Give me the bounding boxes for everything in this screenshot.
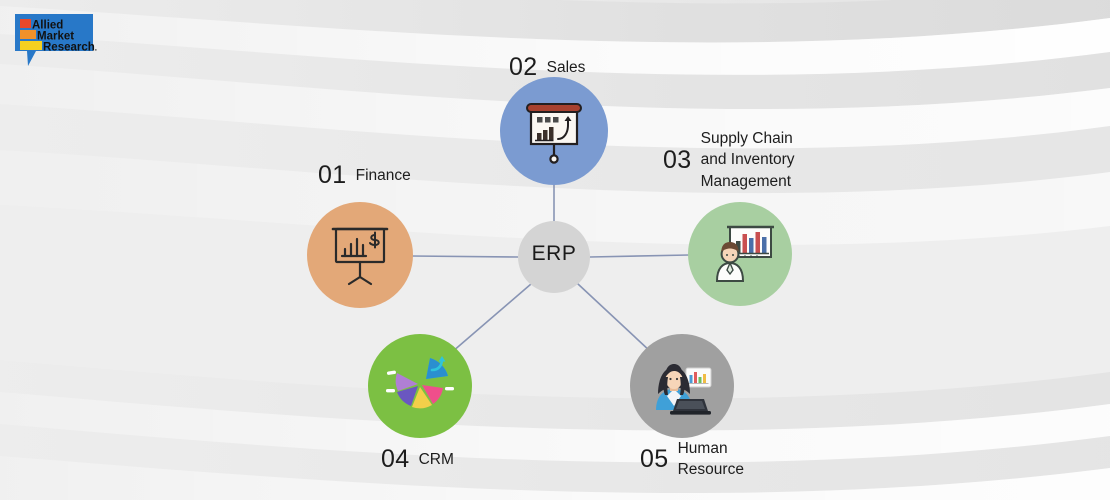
allied-market-research-logo: Allied Market Research. (15, 14, 97, 66)
node-crm[interactable] (368, 334, 472, 438)
crm-number: 04 (381, 445, 410, 473)
logo-square-yellow (20, 41, 42, 50)
node-human-resource[interactable] (630, 334, 734, 438)
connector-hub-hr (577, 283, 652, 353)
node-sales[interactable] (500, 77, 608, 185)
node-supply-chain[interactable] (688, 202, 792, 306)
node-hub-erp[interactable] (518, 221, 590, 293)
woman-laptop-analytics-icon (656, 364, 712, 415)
sales-number: 02 (509, 53, 538, 81)
logo-text-research: Research. (43, 42, 97, 54)
node-finance[interactable] (307, 202, 413, 308)
connector-hub-crm (451, 283, 532, 353)
logo-square-orange (20, 30, 36, 39)
logo-text-allied: Allied (32, 20, 63, 32)
supply-chain-title: Supply Chain and Inventory Management (700, 130, 795, 190)
human-resource-title: Human Resource (677, 440, 744, 479)
human-resource-number: 05 (640, 444, 669, 473)
crm-circle[interactable] (368, 334, 472, 438)
finance-number: 01 (318, 161, 347, 189)
presenter-bar-chart-icon (715, 225, 774, 282)
finance-title: Finance (355, 166, 411, 184)
label-finance: 01 Finance (318, 163, 411, 188)
label-crm: 04 CRM (381, 447, 454, 472)
flipchart-growth-icon (526, 103, 582, 164)
connector-hub-finance (410, 255, 519, 258)
label-sales: 02 Sales (509, 55, 585, 80)
exploded-pie-chart-icon (386, 356, 454, 409)
logo-square-red (20, 19, 31, 28)
hub-circle[interactable] (518, 221, 590, 293)
crm-title: CRM (418, 450, 454, 468)
presentation-chart-dollar-icon (331, 227, 389, 286)
logo-text-market: Market (37, 31, 74, 43)
label-human-resource: 05 Human Resource (640, 438, 744, 481)
hub-label: ERP (531, 242, 577, 265)
connector-hub-supply (589, 254, 690, 258)
sales-title: Sales (546, 58, 586, 76)
label-supply-chain: 03 Supply Chain and Inventory Management (663, 128, 795, 192)
connector-lines (410, 183, 690, 353)
supply-chain-number: 03 (663, 145, 692, 174)
